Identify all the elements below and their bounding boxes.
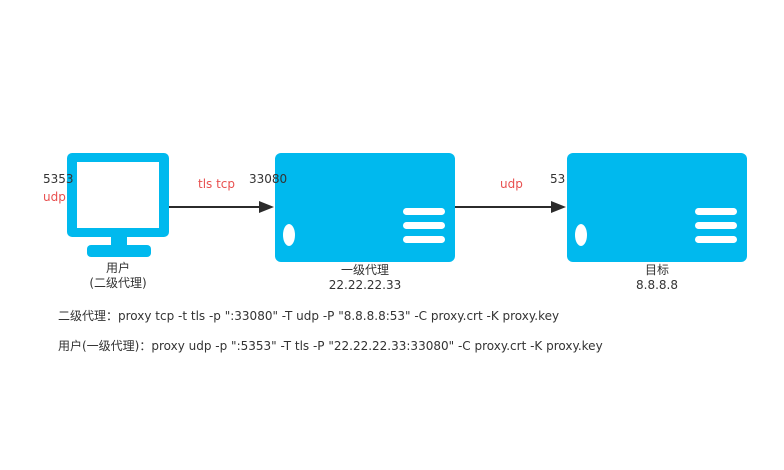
command-line-1: 二级代理：proxy tcp -t tls -p ":33080" -T udp… bbox=[58, 309, 560, 323]
target-port-label: 53 bbox=[550, 172, 566, 186]
edge-protocol-label-2: udp bbox=[500, 177, 523, 191]
monitor-icon bbox=[67, 153, 169, 257]
proxy1-port-label: 33080 bbox=[249, 172, 288, 186]
command-line-2: 用户(一级代理)：proxy udp -p ":5353" -T tls -P … bbox=[58, 339, 603, 353]
arrow-proxy1-to-target bbox=[455, 201, 566, 213]
arrow-user-to-proxy1 bbox=[169, 201, 274, 213]
user-port-label: 5353 bbox=[43, 172, 74, 186]
proxy1-ip-label: 22.22.22.33 bbox=[328, 278, 402, 292]
user-role-label: (二级代理) bbox=[89, 276, 147, 290]
user-protocol-label: udp bbox=[43, 190, 66, 204]
server-icon-proxy1 bbox=[275, 153, 455, 262]
target-name-label: 目标 bbox=[644, 263, 669, 277]
target-ip-label: 8.8.8.8 bbox=[636, 278, 678, 292]
user-name-label: 用户 bbox=[105, 261, 130, 275]
proxy1-name-label: 一级代理 bbox=[340, 263, 389, 277]
edge-protocol-label-1: tls tcp bbox=[198, 177, 236, 191]
server-icon-target bbox=[567, 153, 747, 262]
